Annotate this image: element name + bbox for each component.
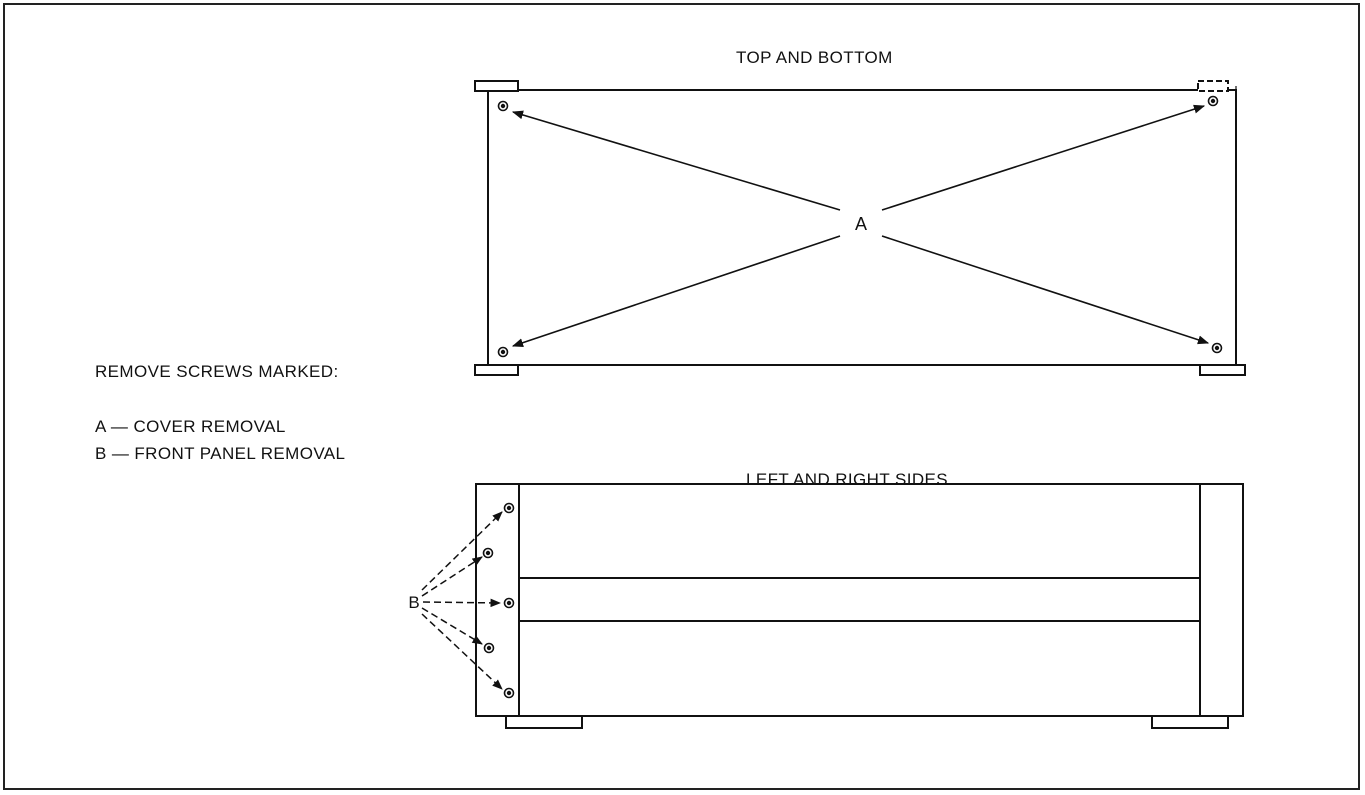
arrow-b-3 bbox=[422, 598, 502, 608]
screw-icon bbox=[483, 642, 495, 654]
figure-border bbox=[3, 3, 1360, 790]
arrow-a-bottom-right bbox=[881, 235, 1210, 345]
callout-b-arrows bbox=[421, 511, 503, 690]
foot-top-right bbox=[1197, 80, 1229, 92]
arrow-b-5 bbox=[421, 613, 503, 690]
arrow-a-top-left bbox=[511, 110, 841, 211]
legend-heading: REMOVE SCREWS MARKED: bbox=[95, 362, 339, 381]
top-view bbox=[474, 80, 1246, 376]
side-view-screws bbox=[482, 502, 515, 699]
screw-icon bbox=[1211, 342, 1223, 354]
foot-top-left bbox=[474, 80, 519, 92]
legend-item-a: A — COVER REMOVAL bbox=[95, 417, 286, 436]
arrow-b-2 bbox=[421, 556, 483, 597]
arrow-b-4 bbox=[421, 607, 483, 645]
screw-icon bbox=[482, 547, 494, 559]
callout-a-label: A bbox=[855, 214, 867, 234]
side-view bbox=[475, 483, 1244, 729]
legend-item-b: B — FRONT PANEL REMOVAL bbox=[95, 444, 346, 463]
foot-bottom-left bbox=[474, 364, 519, 376]
top-view-body bbox=[487, 89, 1237, 366]
arrow-b-1 bbox=[421, 511, 503, 591]
screw-icon bbox=[503, 687, 515, 699]
arrow-a-top-right bbox=[881, 104, 1206, 211]
screw-icon bbox=[497, 100, 509, 112]
screw-icon bbox=[503, 502, 515, 514]
side-view-body bbox=[475, 483, 1244, 717]
foot-side-front bbox=[505, 715, 583, 729]
arrow-a-bottom-left bbox=[511, 235, 841, 348]
top-view-screws bbox=[497, 95, 1223, 358]
screw-icon bbox=[503, 597, 515, 609]
screw-icon bbox=[497, 346, 509, 358]
foot-bottom-right bbox=[1199, 364, 1246, 376]
screw-icon bbox=[1207, 95, 1219, 107]
top-view-title: TOP AND BOTTOM bbox=[736, 48, 893, 67]
foot-side-rear bbox=[1151, 715, 1229, 729]
callout-a-arrows bbox=[511, 104, 1210, 348]
callout-b-label: B bbox=[408, 593, 419, 612]
